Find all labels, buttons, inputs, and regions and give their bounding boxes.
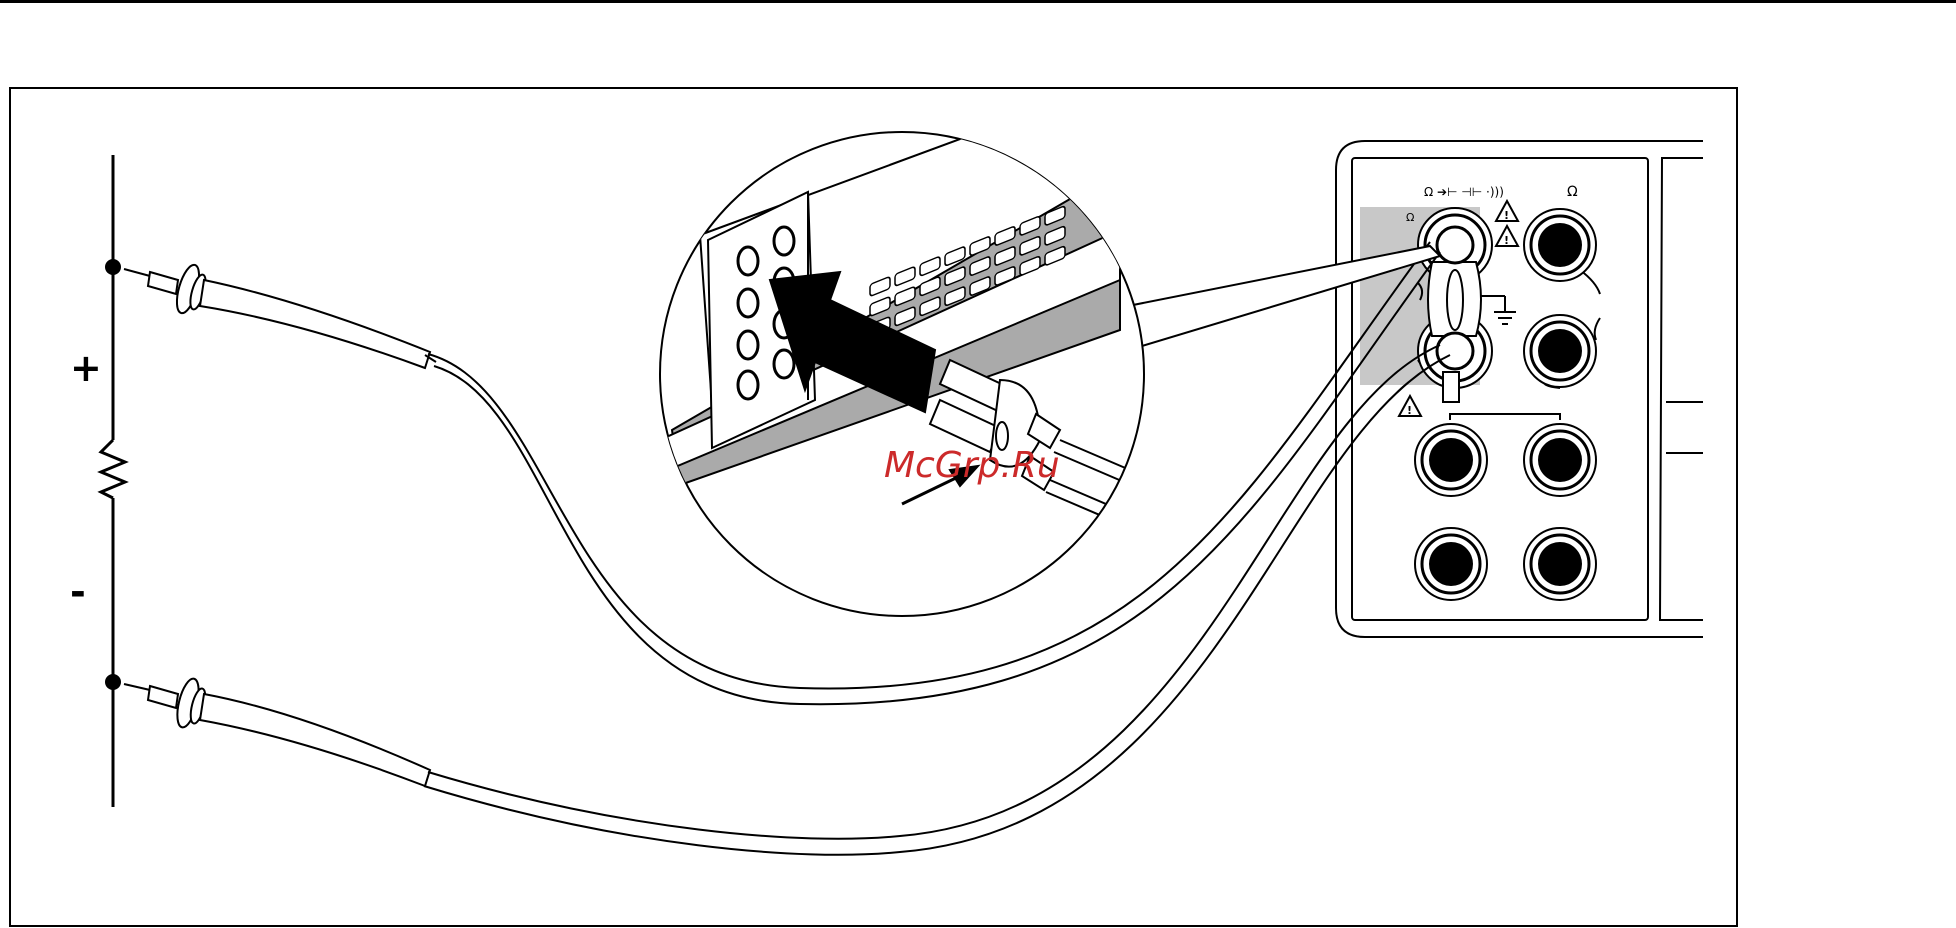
circuit: [101, 155, 125, 807]
polarity-negative: -: [70, 570, 86, 614]
label-ohm-small: Ω: [1406, 211, 1414, 224]
test-node-bottom: [105, 674, 121, 690]
test-probe-bottom: [124, 677, 430, 786]
watermark-text: McGrp.Ru: [884, 445, 1060, 486]
input-terminal: [1524, 528, 1596, 600]
test-node-top: [105, 259, 121, 275]
dual-banana-plug: [1418, 208, 1492, 402]
input-terminal: [1415, 424, 1487, 496]
input-terminal: [1415, 528, 1487, 600]
label-ohm-right: Ω: [1567, 184, 1578, 200]
svg-text:!: !: [1504, 234, 1509, 247]
polarity-positive: +: [70, 346, 102, 390]
input-terminal: [1524, 315, 1596, 387]
warning-icon: !: [1399, 396, 1421, 417]
input-terminal: [1524, 209, 1596, 281]
input-terminal: [1524, 424, 1596, 496]
ground-icon: [1476, 296, 1516, 324]
label-terminal-functions: Ω ➔⊢ ⊣⊢ ·))): [1424, 185, 1504, 199]
warning-icon: !: [1496, 201, 1518, 222]
svg-text:!: !: [1407, 404, 1412, 417]
test-probe-top: [124, 262, 436, 368]
warning-icon: !: [1496, 226, 1518, 247]
svg-text:!: !: [1504, 209, 1509, 222]
resistor-symbol: [101, 440, 125, 498]
